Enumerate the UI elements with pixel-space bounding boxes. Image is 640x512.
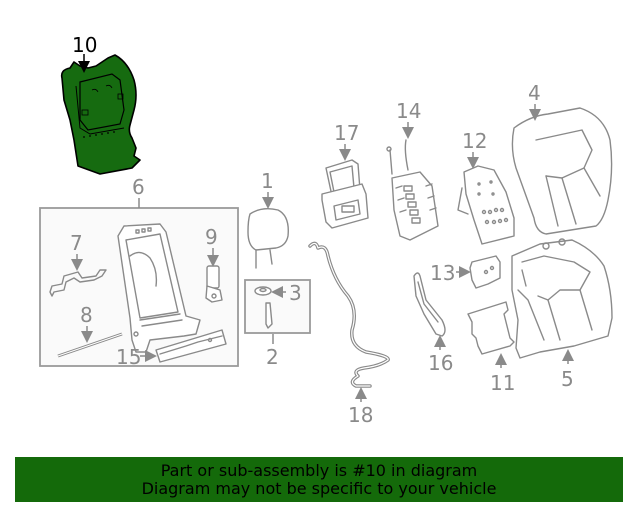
banner-line-1: Part or sub-assembly is #10 in diagram — [160, 460, 478, 480]
svg-text:1: 1 — [261, 169, 274, 193]
part-4-seat-back-cover[interactable] — [511, 107, 613, 235]
part-15-recliner-bracket[interactable] — [155, 329, 227, 363]
label-11: 11 — [490, 353, 515, 395]
svg-text:7: 7 — [70, 231, 83, 255]
label-9: 9 — [205, 225, 219, 267]
svg-text:10: 10 — [72, 33, 97, 57]
svg-text:11: 11 — [490, 371, 515, 395]
label-18: 18 — [348, 387, 373, 427]
svg-text:2: 2 — [266, 345, 279, 369]
seat-frame-drawing — [117, 223, 201, 353]
part-7-wire-bracket[interactable] — [49, 269, 107, 297]
svg-text:18: 18 — [348, 403, 373, 427]
part-9-motor[interactable] — [205, 265, 223, 303]
svg-text:9: 9 — [205, 225, 218, 249]
part-5-seat-back-pad[interactable] — [511, 238, 613, 359]
svg-text:13: 13 — [430, 261, 455, 285]
label-8: 8 — [80, 303, 93, 343]
part-10-back-panel[interactable] — [60, 54, 141, 175]
svg-text:4: 4 — [528, 81, 541, 105]
svg-text:3: 3 — [289, 281, 302, 305]
label-7: 7 — [70, 231, 83, 271]
svg-text:14: 14 — [396, 99, 421, 123]
label-3: 3 — [271, 281, 302, 305]
label-5: 5 — [561, 349, 574, 391]
part-14-lumbar-support[interactable] — [386, 139, 439, 241]
label-10: 10 — [72, 33, 97, 73]
label-15: 15 — [116, 345, 157, 369]
part-11-support-mat[interactable] — [467, 301, 515, 355]
part-12-heater-element[interactable] — [457, 165, 515, 245]
banner-line-2: Diagram may not be specific to your vehi… — [141, 478, 497, 498]
part-13-module-bracket[interactable] — [469, 255, 501, 289]
svg-text:15: 15 — [116, 345, 141, 369]
label-6: 6 — [132, 175, 145, 208]
svg-text:8: 8 — [80, 303, 93, 327]
svg-text:12: 12 — [462, 129, 487, 153]
part-18-wire-harness[interactable] — [308, 241, 390, 388]
label-4: 4 — [528, 81, 541, 121]
info-banner: Part or sub-assembly is #10 in diagram D… — [15, 457, 623, 502]
label-12: 12 — [462, 129, 487, 169]
label-17: 17 — [334, 121, 359, 161]
svg-text:6: 6 — [132, 175, 145, 199]
part-8-rod[interactable] — [57, 332, 123, 358]
label-2: 2 — [266, 334, 279, 369]
label-14: 14 — [396, 99, 421, 139]
part-17-control-module[interactable] — [321, 159, 369, 229]
svg-text:17: 17 — [334, 121, 359, 145]
part-1-headrest[interactable] — [247, 207, 289, 269]
label-13: 13 — [430, 261, 471, 285]
label-16: 16 — [428, 335, 453, 375]
svg-text:5: 5 — [561, 367, 574, 391]
svg-text:16: 16 — [428, 351, 453, 375]
label-1: 1 — [261, 169, 274, 209]
